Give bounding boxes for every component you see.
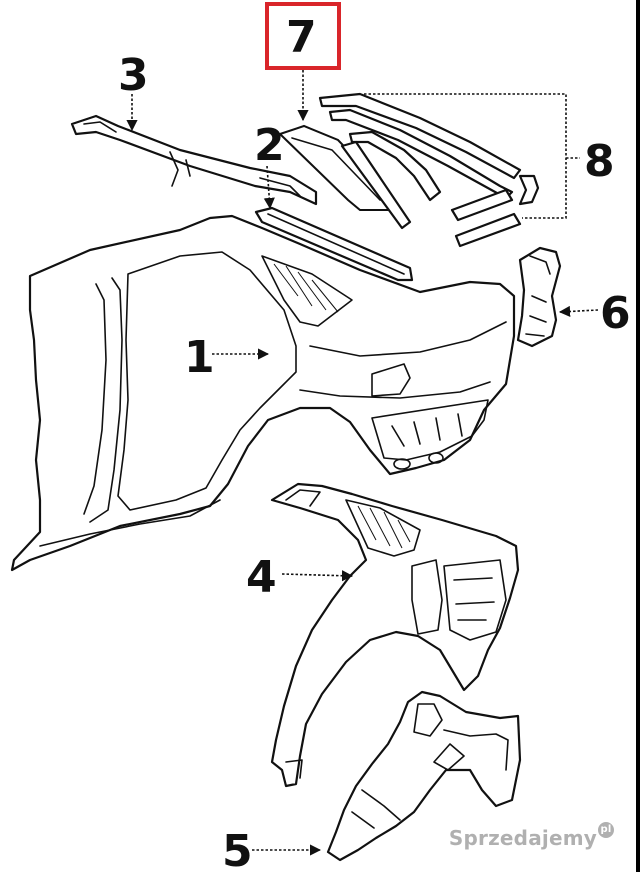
part-4-inner-wheelhouse	[270, 482, 520, 788]
highlight-box-callout-7	[265, 2, 341, 70]
watermark-badge: pl	[598, 822, 614, 838]
part-3-roof-rail	[70, 114, 318, 206]
part-8-weatherstrip-set	[318, 92, 540, 248]
callout-2: 2	[254, 120, 285, 171]
callout-4: 4	[246, 552, 277, 603]
watermark-text: Sprzedajemy	[448, 826, 597, 850]
callout-3: 3	[118, 50, 149, 101]
callout-1: 1	[184, 332, 215, 383]
leader-lines	[126, 70, 599, 856]
part-6-pillar-bracket	[516, 246, 562, 348]
callout-5: 5	[222, 826, 253, 872]
callout-6: 6	[600, 288, 631, 339]
callout-8: 8	[584, 136, 615, 187]
part-1-quarter-panel	[10, 214, 516, 572]
part-5-wheelhouse-extension	[326, 690, 522, 862]
callout-7: 7	[286, 12, 317, 63]
